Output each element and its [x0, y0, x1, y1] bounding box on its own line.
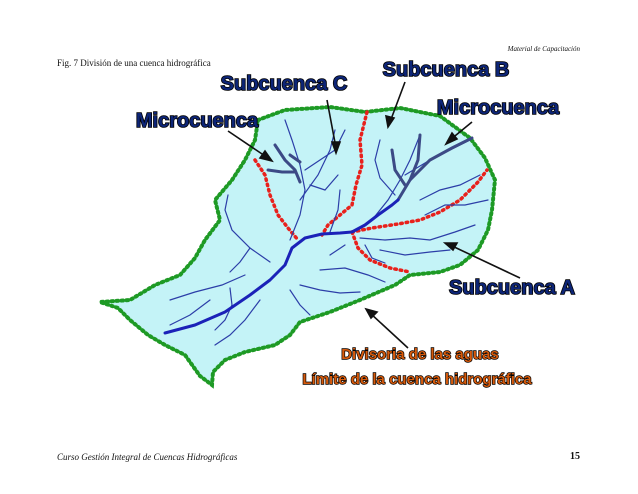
leader-subcuenca-b — [389, 81, 406, 123]
leader-subcuenca-c — [326, 99, 337, 149]
subbasin-divides — [253, 110, 489, 274]
leader-divisoria — [369, 312, 409, 349]
footer-course: Curso Gestión Integral de Cuencas Hidrog… — [57, 452, 238, 462]
label-subcuenca-b: Subcuenca B — [383, 59, 510, 81]
divide-a-lower — [350, 230, 412, 274]
divide-c-b — [320, 110, 369, 237]
main-river — [163, 198, 400, 335]
label-microcuenca-left: Microcuenca — [136, 110, 259, 132]
micro-river-left — [266, 143, 302, 184]
divide-b-a — [350, 168, 489, 234]
divide-micro — [253, 158, 300, 242]
label-limite: Límite de la cuenca hidrográfica — [302, 371, 532, 388]
micro-river-right — [390, 133, 474, 202]
tributaries — [169, 119, 489, 346]
label-microcuenca-right: Microcuenca — [437, 97, 560, 119]
leader-micro-left — [227, 130, 269, 159]
label-divisoria: Divisoria de las aguas — [341, 346, 499, 363]
figure-caption: Fig. 7 División de una cuenca hidrográfi… — [57, 58, 211, 68]
basin-area — [99, 104, 498, 389]
leader-lines — [227, 81, 521, 349]
label-subcuenca-a: Subcuenca A — [449, 277, 575, 299]
leader-subcuenca-a — [449, 244, 521, 279]
page-number: 15 — [570, 451, 580, 462]
header-note: Material de Capacitación — [507, 45, 580, 53]
label-subcuenca-c: Subcuenca C — [221, 73, 348, 95]
